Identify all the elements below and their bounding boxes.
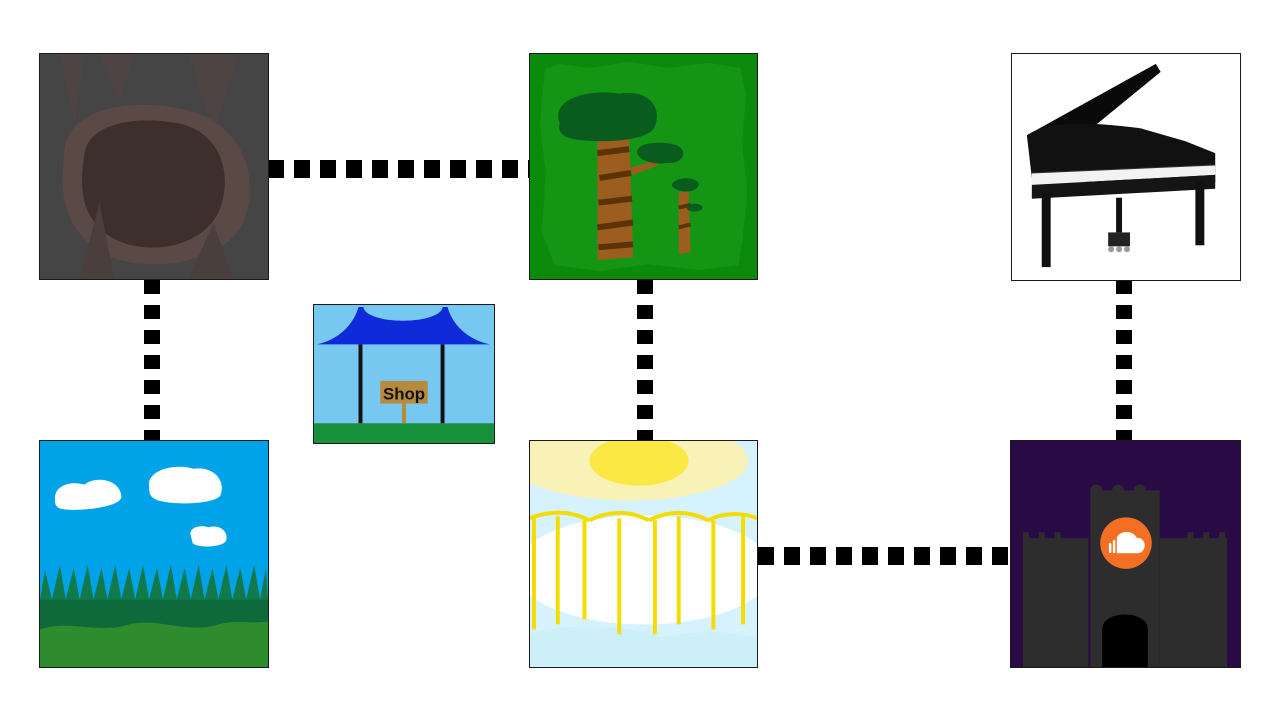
cave-icon — [40, 54, 268, 279]
connector-cave-meadow — [144, 280, 160, 440]
cave-node[interactable] — [39, 53, 269, 280]
connector-sky-bridge-castle — [758, 547, 1010, 565]
castle-soundcloud-icon — [1011, 441, 1240, 667]
shop-node[interactable]: Shop — [313, 304, 495, 444]
connector-piano-castle — [1116, 280, 1132, 440]
forest-icon — [530, 54, 757, 279]
sky-bridge-icon — [530, 441, 757, 667]
meadow-node[interactable] — [39, 440, 269, 668]
meadow-icon — [40, 441, 268, 667]
shop-sign: Shop — [383, 385, 425, 404]
shop-pavilion-icon — [314, 305, 494, 443]
connector-cave-forest — [268, 160, 530, 178]
connector-forest-sky-bridge — [637, 280, 653, 440]
forest-node[interactable] — [529, 53, 758, 280]
piano-node[interactable] — [1011, 53, 1241, 281]
castle-node[interactable] — [1010, 440, 1241, 668]
grand-piano-icon — [1012, 54, 1240, 280]
shop-sign-label: Shop — [383, 385, 425, 404]
sky-bridge-node[interactable] — [529, 440, 758, 668]
